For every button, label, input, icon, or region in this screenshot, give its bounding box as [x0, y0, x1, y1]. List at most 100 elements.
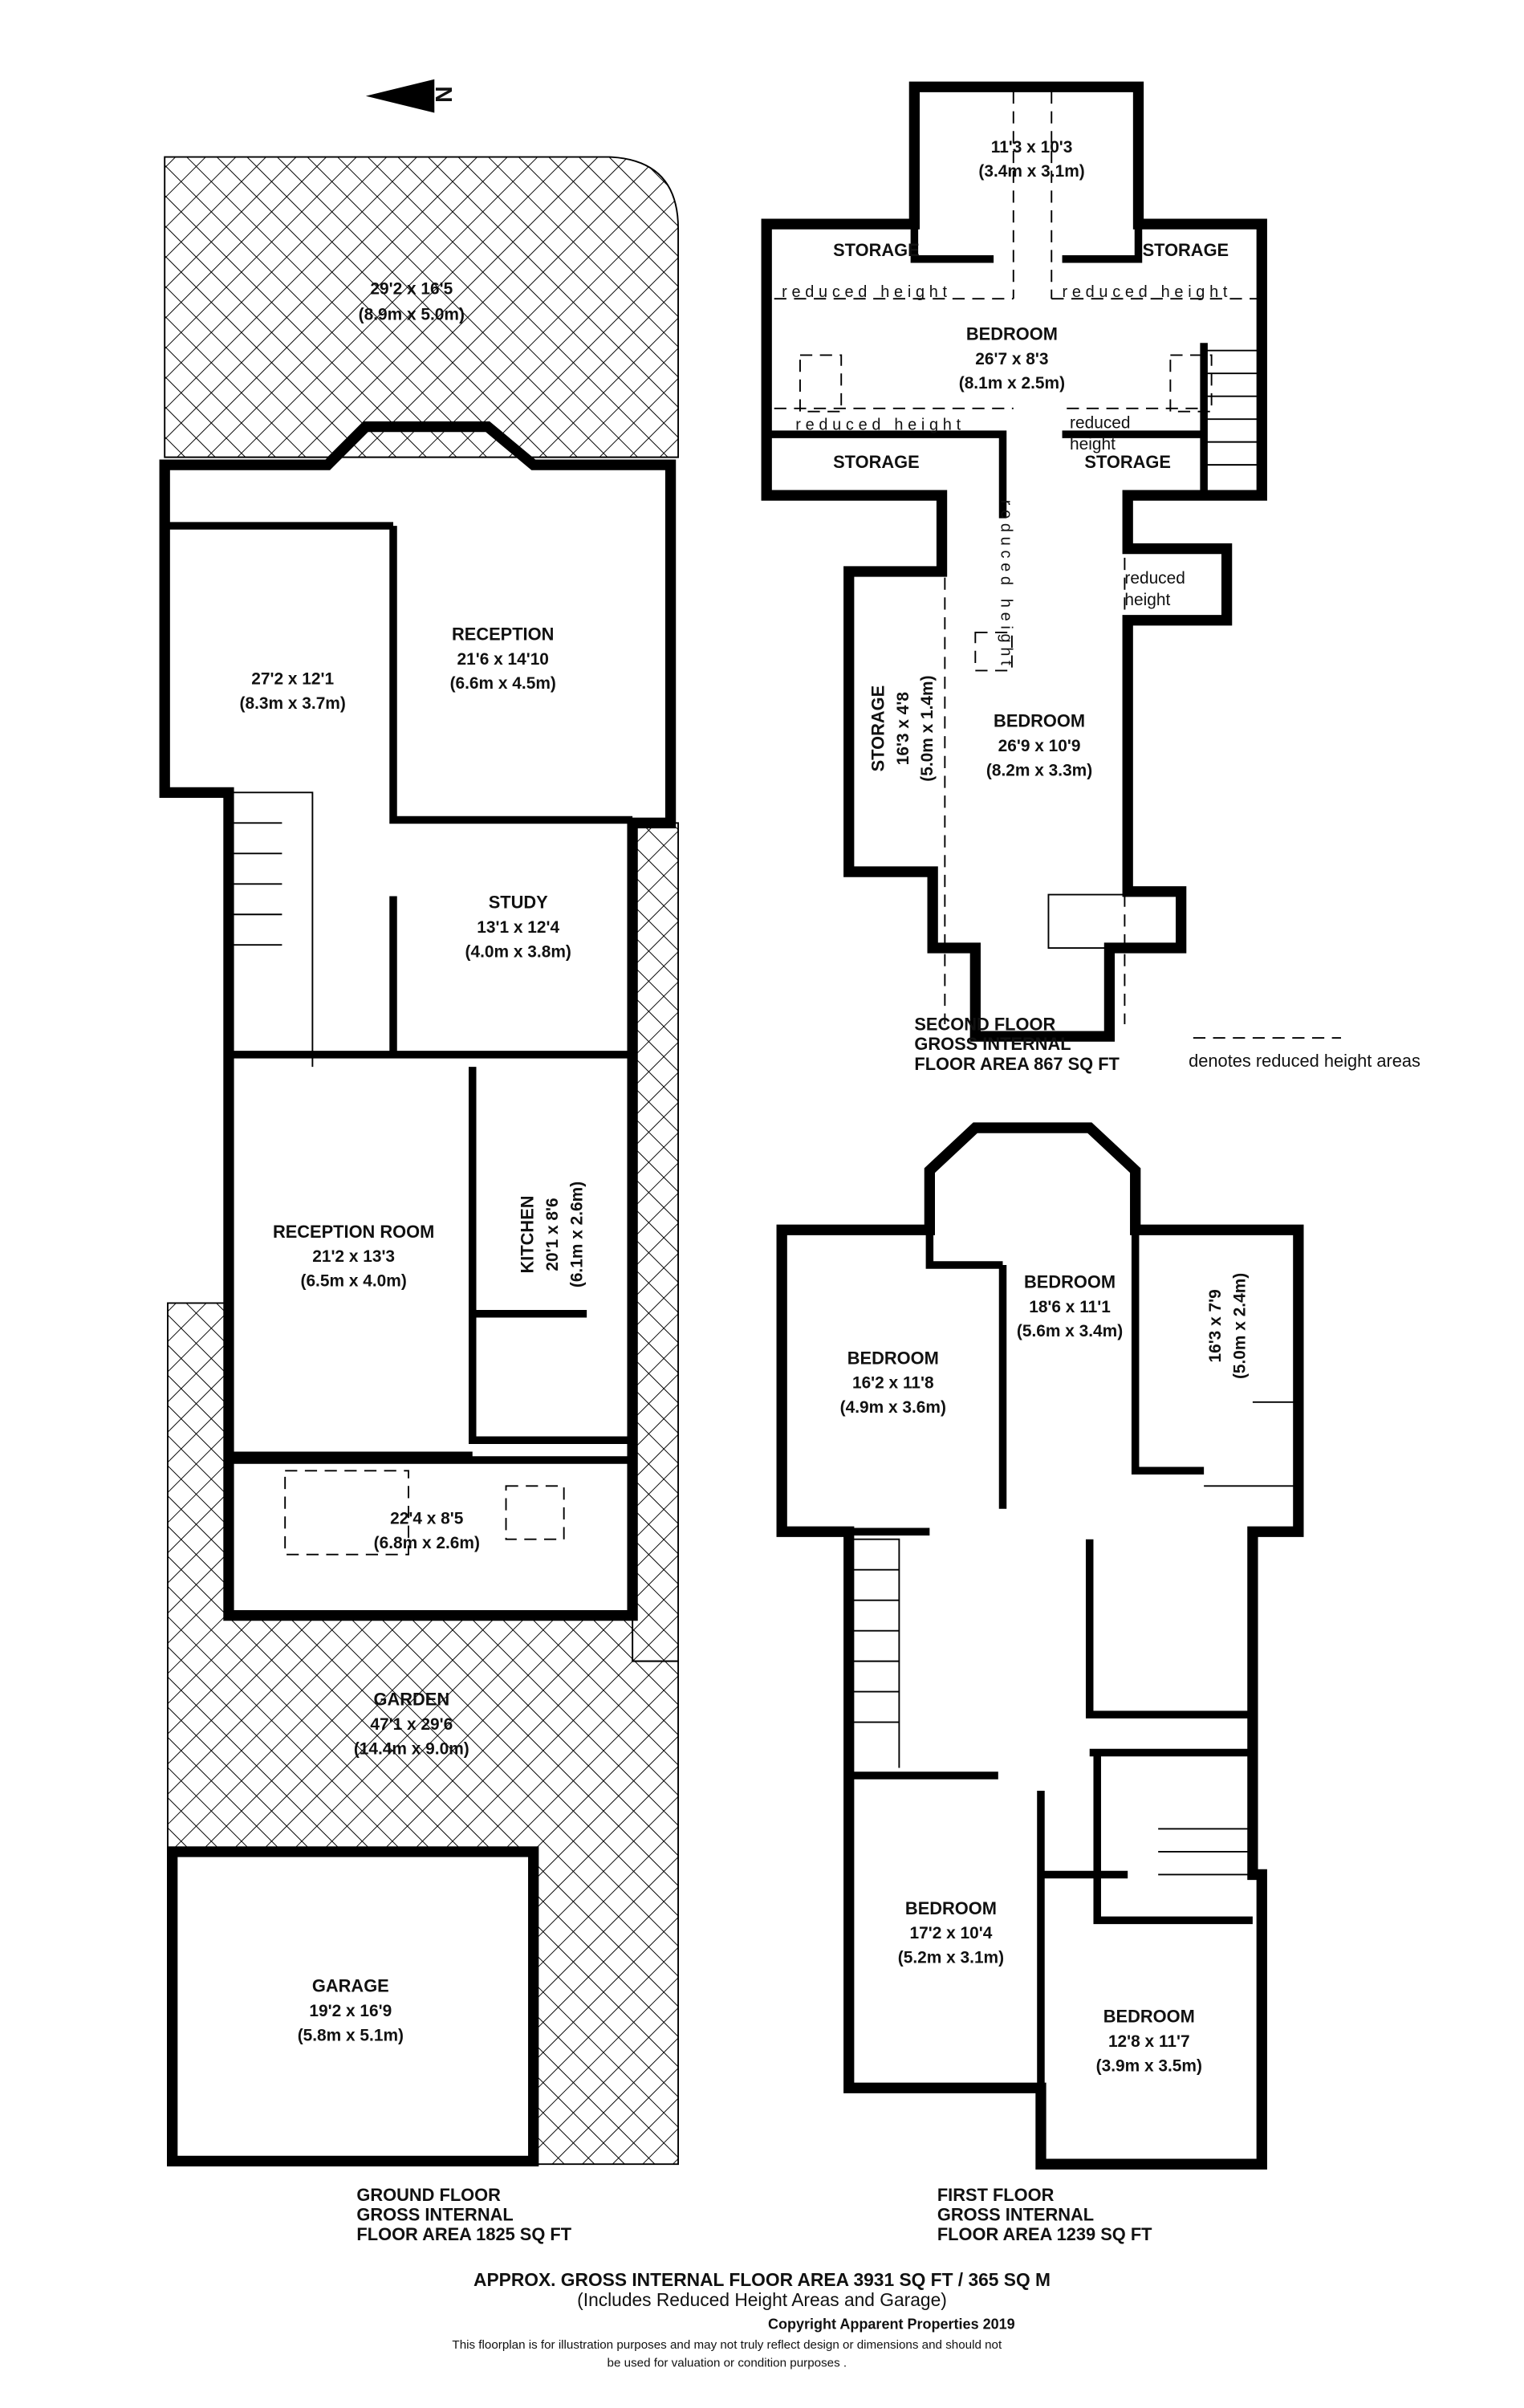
disclaimer: be used for valuation or condition purpo… — [608, 2357, 847, 2370]
svg-text:BEDROOM: BEDROOM — [847, 1348, 939, 1368]
svg-text:reduced: reduced — [1070, 414, 1130, 433]
svg-text:FLOOR AREA 867 SQ FT: FLOOR AREA 867 SQ FT — [914, 1054, 1120, 1074]
svg-text:height: height — [1124, 591, 1170, 609]
reduced-height-label: reduced height — [782, 283, 952, 301]
svg-text:20'1 x 8'6: 20'1 x 8'6 — [543, 1198, 562, 1271]
svg-text:(4.9m x 3.6m): (4.9m x 3.6m) — [840, 1398, 946, 1417]
room-label-conservatory: 22'4 x 8'5 (6.8m x 2.6m) — [374, 1510, 480, 1552]
svg-text:BEDROOM: BEDROOM — [1103, 2007, 1195, 2027]
svg-text:(14.4m x 9.0m): (14.4m x 9.0m) — [354, 1739, 469, 1758]
svg-text:(5.2m x 3.1m): (5.2m x 3.1m) — [898, 1949, 1004, 1967]
svg-text:(6.1m x 2.6m): (6.1m x 2.6m) — [567, 1182, 586, 1287]
svg-text:FLOOR AREA 1825 SQ FT: FLOOR AREA 1825 SQ FT — [356, 2224, 571, 2244]
room-label-storage: STORAGE — [1143, 240, 1229, 260]
svg-text:BEDROOM: BEDROOM — [1024, 1271, 1116, 1291]
room-label-garage: GARAGE 19'2 x 16'9 (5.8m x 5.1m) — [298, 1976, 404, 2045]
north-arrow-icon: N — [365, 79, 456, 113]
reduced-height-label: reduced height — [1063, 283, 1233, 301]
first-floor-interior-walls — [782, 1170, 1253, 2089]
svg-text:(4.0m x 3.8m): (4.0m x 3.8m) — [465, 942, 571, 961]
svg-text:(8.2m x 3.3m): (8.2m x 3.3m) — [986, 761, 1092, 779]
svg-text:21'2 x 13'3: 21'2 x 13'3 — [312, 1247, 395, 1266]
copyright: Copyright Apparent Properties 2019 — [768, 2316, 1015, 2332]
room-label-reception-room: RECEPTION ROOM 21'2 x 13'3 (6.5m x 4.0m) — [273, 1222, 434, 1291]
reduced-height-label: reduced height — [795, 416, 965, 433]
first-floor-outer-wall — [776, 1122, 1304, 2170]
svg-text:BEDROOM: BEDROOM — [905, 1898, 997, 1918]
footer: APPROX. GROSS INTERNAL FLOOR AREA 3931 S… — [452, 2269, 1051, 2370]
room-label-storage: STORAGE — [833, 452, 920, 472]
first-floor-plan: BEDROOM 18'6 x 11'1 (5.6m x 3.4m) BEDROOM 1… — [776, 1122, 1304, 2244]
staircase — [848, 1401, 1299, 1876]
svg-text:GARAGE: GARAGE — [312, 1976, 389, 1996]
svg-text:(3.4m x 3.1m): (3.4m x 3.1m) — [978, 162, 1084, 181]
reduced-height-label: reduced height — [1070, 414, 1130, 454]
svg-text:(6.8m x 2.6m): (6.8m x 2.6m) — [374, 1534, 480, 1552]
svg-text:(6.5m x 4.0m): (6.5m x 4.0m) — [300, 1272, 406, 1291]
second-floor-plan: 11'3 x 10'3 (3.4m x 3.1m) STORAGE STORAGE… — [761, 81, 1420, 1074]
svg-text:KITCHEN: KITCHEN — [518, 1195, 538, 1273]
front-garden-area — [164, 156, 680, 458]
svg-text:19'2 x 16'9: 19'2 x 16'9 — [309, 2002, 392, 2020]
skylight — [284, 1470, 565, 1556]
svg-text:(3.9m x 3.5m): (3.9m x 3.5m) — [1096, 2056, 1202, 2075]
svg-text:GARDEN: GARDEN — [373, 1690, 449, 1710]
svg-text:26'9 x 10'9: 26'9 x 10'9 — [998, 737, 1081, 755]
room-label-bedroom: BEDROOM 18'6 x 11'1 (5.6m x 3.4m) — [1017, 1271, 1123, 1340]
svg-text:height: height — [1070, 435, 1116, 454]
interior-walls — [165, 522, 633, 1464]
svg-text:(8.3m x 3.7m): (8.3m x 3.7m) — [240, 694, 346, 713]
svg-text:GROUND FLOOR: GROUND FLOOR — [356, 2185, 501, 2205]
svg-text:13'1 x 12'4: 13'1 x 12'4 — [477, 918, 559, 937]
staircase — [1047, 349, 1262, 949]
reduced-height-lines — [774, 91, 1258, 1024]
second-floor-outer-wall — [761, 81, 1267, 1042]
compass-label: N — [430, 86, 456, 103]
svg-text:11'3 x 10'3: 11'3 x 10'3 — [991, 138, 1073, 157]
svg-text:RECEPTION ROOM: RECEPTION ROOM — [273, 1222, 434, 1242]
legend-text: denotes reduced height areas — [1189, 1051, 1420, 1071]
total-area: APPROX. GROSS INTERNAL FLOOR AREA 3931 S… — [473, 2269, 1051, 2290]
disclaimer: This floorplan is for illustration purpo… — [452, 2338, 1002, 2352]
reduced-height-label: reduced height — [998, 500, 1015, 670]
svg-text:26'7 x 8'3: 26'7 x 8'3 — [975, 350, 1048, 368]
svg-text:16'3 x 7'9: 16'3 x 7'9 — [1206, 1289, 1225, 1362]
svg-text:18'6 x 11'1: 18'6 x 11'1 — [1029, 1298, 1111, 1316]
svg-text:(5.6m x 3.4m): (5.6m x 3.4m) — [1017, 1322, 1123, 1340]
svg-text:21'6 x 14'10: 21'6 x 14'10 — [457, 650, 549, 669]
svg-text:GROSS INTERNAL: GROSS INTERNAL — [356, 2204, 513, 2224]
svg-text:BEDROOM: BEDROOM — [994, 711, 1085, 731]
svg-text:BEDROOM: BEDROOM — [966, 323, 1058, 344]
side-passage-area — [632, 822, 680, 1662]
svg-text:(5.8m x 5.1m): (5.8m x 5.1m) — [298, 2026, 404, 2044]
room-label-first-floor-kitchen: 16'3 x 7'9 (5.0m x 2.4m) — [1206, 1273, 1249, 1379]
svg-text:(8.9m x 5.0m): (8.9m x 5.0m) — [359, 306, 465, 324]
svg-text:12'8 x 11'7: 12'8 x 11'7 — [1108, 2032, 1190, 2051]
svg-text:(5.0m x 2.4m): (5.0m x 2.4m) — [1230, 1273, 1249, 1379]
room-label-bedroom: BEDROOM 26'9 x 10'9 (8.2m x 3.3m) — [986, 711, 1092, 780]
svg-text:SECOND FLOOR: SECOND FLOOR — [914, 1015, 1055, 1035]
svg-text:22'4 x 8'5: 22'4 x 8'5 — [390, 1510, 464, 1528]
svg-text:(5.0m x 1.4m): (5.0m x 1.4m) — [918, 675, 937, 781]
svg-text:STUDY: STUDY — [489, 893, 548, 913]
svg-text:GROSS INTERNAL: GROSS INTERNAL — [914, 1034, 1071, 1054]
svg-text:FLOOR AREA 1239 SQ FT: FLOOR AREA 1239 SQ FT — [937, 2224, 1152, 2244]
svg-text:29'2 x 16'5: 29'2 x 16'5 — [370, 279, 453, 298]
svg-text:17'2 x 10'4: 17'2 x 10'4 — [910, 1924, 993, 1942]
room-label-storage: STORAGE — [833, 240, 920, 260]
room-label-front-garden: 29'2 x 16'5 (8.9m x 5.0m) — [359, 279, 465, 323]
garage-walls — [167, 1846, 539, 2167]
room-label-kitchen: KITCHEN 20'1 x 8'6 (6.1m x 2.6m) — [518, 1182, 587, 1287]
svg-text:16'3 x 4'8: 16'3 x 4'8 — [894, 692, 912, 765]
room-label-study: STUDY 13'1 x 12'4 (4.0m x 3.8m) — [465, 893, 571, 962]
room-label-bedroom: BEDROOM 17'2 x 10'4 (5.2m x 3.1m) — [898, 1898, 1004, 1967]
